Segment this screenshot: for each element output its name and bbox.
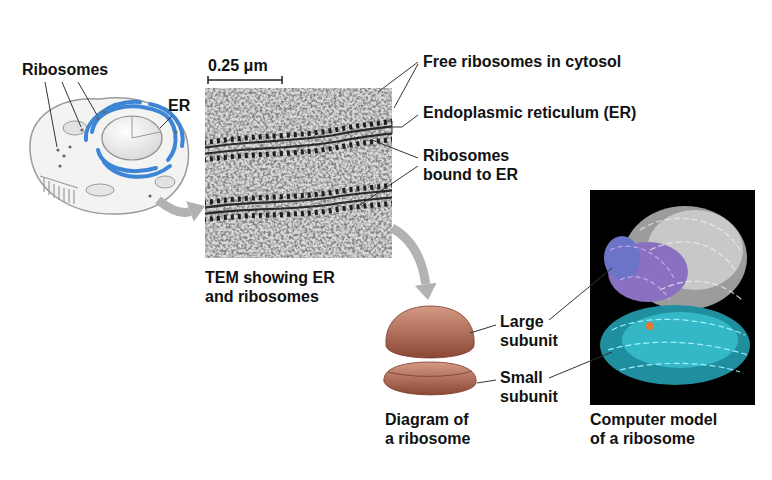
process-arrow bbox=[158, 200, 205, 222]
cell-drawing-part-part bbox=[174, 130, 177, 133]
caption-text: Computer model of a ribosome bbox=[590, 410, 726, 448]
caption-text: Ribosomes bbox=[22, 60, 108, 79]
leader-lines-part bbox=[360, 166, 418, 205]
ribosome-model-part bbox=[590, 190, 755, 405]
ribosome-model-part bbox=[604, 236, 640, 280]
leader-lines-part bbox=[386, 121, 392, 134]
cell-drawing-part-part bbox=[160, 116, 172, 128]
cell-drawing-part-part bbox=[96, 116, 99, 119]
cell-drawing-part bbox=[102, 116, 162, 160]
tem-micrograph bbox=[205, 88, 392, 258]
cell-drawing-part-part bbox=[58, 164, 61, 167]
cell-drawing-part-part bbox=[68, 145, 71, 148]
ribosome-model-part-part bbox=[620, 277, 670, 300]
process-arrow bbox=[392, 228, 437, 300]
arrow-shaft bbox=[392, 228, 426, 284]
cell-drawing-part-part bbox=[40, 176, 78, 188]
cell-drawing-part-part bbox=[56, 148, 59, 151]
ribosome-drawing-part bbox=[388, 371, 472, 376]
tem-micrograph-part bbox=[205, 88, 392, 258]
cell-drawing-part bbox=[86, 184, 114, 196]
cell-drawing-part bbox=[45, 82, 172, 147]
part-label: Free ribosomes in cytosol bbox=[423, 52, 621, 71]
ribosome-drawing bbox=[384, 306, 476, 395]
ribosome-drawing-part bbox=[386, 306, 474, 358]
cell-drawing-part-part bbox=[62, 154, 65, 157]
caption-text: ER bbox=[168, 96, 190, 115]
cell-drawing-part-part bbox=[78, 82, 97, 115]
ribosome-drawing-part bbox=[384, 362, 476, 395]
leader-lines-part bbox=[477, 380, 496, 383]
tem-micrograph-part bbox=[205, 121, 392, 220]
scale-bar bbox=[208, 76, 282, 84]
ribosome-model bbox=[590, 190, 755, 405]
part-label: Large subunit bbox=[500, 312, 570, 350]
ribosome-model-part-part bbox=[660, 281, 742, 300]
ribosome-model-part bbox=[622, 312, 738, 368]
ribosome-model-part bbox=[610, 246, 675, 300]
ribosome-model-part-part bbox=[612, 319, 745, 335]
cell-drawing-part-part bbox=[148, 194, 151, 197]
part-label: Small subunit bbox=[500, 368, 570, 406]
leader-lines-part bbox=[549, 268, 612, 320]
cell-drawing-part-part bbox=[104, 162, 170, 177]
ribosome-model-part bbox=[600, 305, 750, 385]
ribosome-model-part-part bbox=[640, 218, 740, 250]
ribosome-model-part-part bbox=[620, 363, 740, 372]
cell-drawing-part-part bbox=[45, 82, 57, 147]
ribosome-model-part-part bbox=[650, 242, 735, 270]
scale-label: 0.25 μm bbox=[208, 56, 268, 75]
cell-drawing-part bbox=[63, 121, 87, 135]
ribosome-model-panel: Computer model of a ribosome bbox=[590, 190, 755, 450]
caption-text: TEM showing ER and ribosomes bbox=[205, 268, 355, 306]
tem-panel: TEM showing ER and ribosomes bbox=[205, 88, 392, 310]
caption-text: Diagram of a ribosome bbox=[385, 410, 481, 448]
leader-lines-part bbox=[394, 64, 418, 108]
cell-drawing-part bbox=[40, 176, 78, 204]
cell-drawing-part-part bbox=[102, 110, 105, 113]
leader-lines-part bbox=[470, 325, 496, 333]
tem-micrograph-part-part bbox=[205, 121, 392, 143]
cell-drawing-part bbox=[132, 116, 160, 138]
ribosome-model-part bbox=[640, 218, 742, 300]
cell-drawing-part-part bbox=[62, 82, 81, 127]
ribosome-model-part-part bbox=[608, 342, 748, 355]
leader-lines bbox=[470, 268, 612, 383]
cell-drawing-part bbox=[56, 110, 177, 197]
arrow-head bbox=[415, 283, 437, 300]
leader-lines bbox=[360, 62, 418, 205]
cell-drawing-part-part bbox=[80, 128, 83, 131]
ribosome-diagram-panel: Diagram of a ribosome bbox=[383, 300, 483, 455]
arrow-shaft bbox=[158, 200, 190, 213]
tem-micrograph-part-part bbox=[205, 139, 392, 160]
cell-panel: RibosomesER bbox=[18, 60, 193, 200]
cell-drawing bbox=[30, 82, 189, 214]
cell-drawing-part-part bbox=[92, 106, 176, 160]
part-label: Endoplasmic reticulum (ER) bbox=[423, 103, 636, 122]
ribosome-model-part-part bbox=[610, 246, 675, 280]
ribosome-model-part bbox=[608, 319, 748, 372]
tem-micrograph-part bbox=[205, 88, 392, 258]
tem-micrograph-part-part bbox=[205, 185, 392, 203]
leader-lines-part bbox=[372, 140, 418, 158]
scale-bar-part bbox=[208, 76, 282, 84]
leader-lines-part bbox=[392, 115, 418, 127]
cell-drawing-part bbox=[30, 98, 189, 214]
tem-micrograph-part-part bbox=[205, 203, 392, 220]
leader-lines-part bbox=[378, 62, 418, 92]
leader-lines-part bbox=[549, 352, 612, 378]
cell-drawing-part bbox=[155, 176, 175, 188]
arrow-head bbox=[186, 201, 205, 222]
ribosome-model-part bbox=[646, 322, 654, 330]
part-label: Ribosomes bound to ER bbox=[423, 146, 539, 184]
